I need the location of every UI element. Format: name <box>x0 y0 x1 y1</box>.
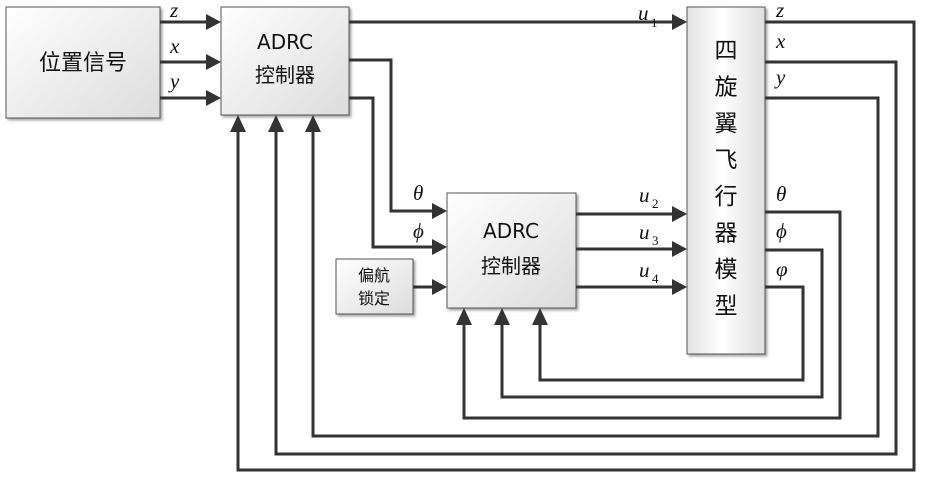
label-theta-in: θ <box>413 181 423 205</box>
label-out-z: z <box>775 0 784 22</box>
model-char-1: 旋 <box>715 75 738 101</box>
position-signal-label: 位置信号 <box>39 51 127 76</box>
adrc-top-label-line2: 控制器 <box>255 63 315 87</box>
adrc-controller-attitude-block: ADRC 控制器 <box>447 193 576 308</box>
svg-text:u: u <box>638 1 649 25</box>
svg-text:1: 1 <box>651 15 658 30</box>
quadrotor-model-block: 四旋翼飞行器模型 <box>687 7 765 354</box>
label-pos-y: y <box>168 69 180 93</box>
model-char-6: 模 <box>715 257 738 283</box>
label-pos-z: z <box>169 0 178 22</box>
adrc-controller-top-block: ADRC 控制器 <box>221 7 349 115</box>
position-signal-block: 位置信号 <box>6 7 160 118</box>
svg-text:3: 3 <box>652 233 659 248</box>
adrc-mid-label-line2: 控制器 <box>481 254 541 278</box>
yaw-lock-label-line1: 偏航 <box>358 266 390 285</box>
svg-text:4: 4 <box>652 271 659 286</box>
model-char-3: 飞 <box>715 148 738 174</box>
model-char-2: 翼 <box>715 111 738 137</box>
label-phi-in: ϕ <box>413 219 424 243</box>
svg-text:u: u <box>639 220 650 244</box>
model-char-5: 器 <box>715 221 738 247</box>
label-out-psi: φ <box>776 257 788 281</box>
svg-text:2: 2 <box>652 196 659 211</box>
label-out-phi: ϕ <box>776 219 787 243</box>
model-char-4: 行 <box>715 184 738 210</box>
label-u3: u 3 <box>639 220 659 248</box>
label-pos-x: x <box>169 34 180 58</box>
label-out-x: x <box>775 29 786 53</box>
svg-text:u: u <box>639 258 650 282</box>
yaw-lock-block: 偏航 锁定 <box>336 259 413 314</box>
label-u2: u 2 <box>639 183 659 211</box>
yaw-lock-label-line2: 锁定 <box>358 289 390 308</box>
model-char-0: 四 <box>715 38 738 64</box>
label-out-theta: θ <box>776 182 786 206</box>
label-u4: u 4 <box>639 258 659 286</box>
adrc-mid-label-line1: ADRC <box>483 219 539 243</box>
label-out-y: y <box>774 65 786 89</box>
model-char-7: 型 <box>715 294 738 320</box>
svg-text:u: u <box>639 183 650 207</box>
adrc-top-label-line1: ADRC <box>257 30 313 54</box>
label-u1: u 1 <box>638 1 658 30</box>
